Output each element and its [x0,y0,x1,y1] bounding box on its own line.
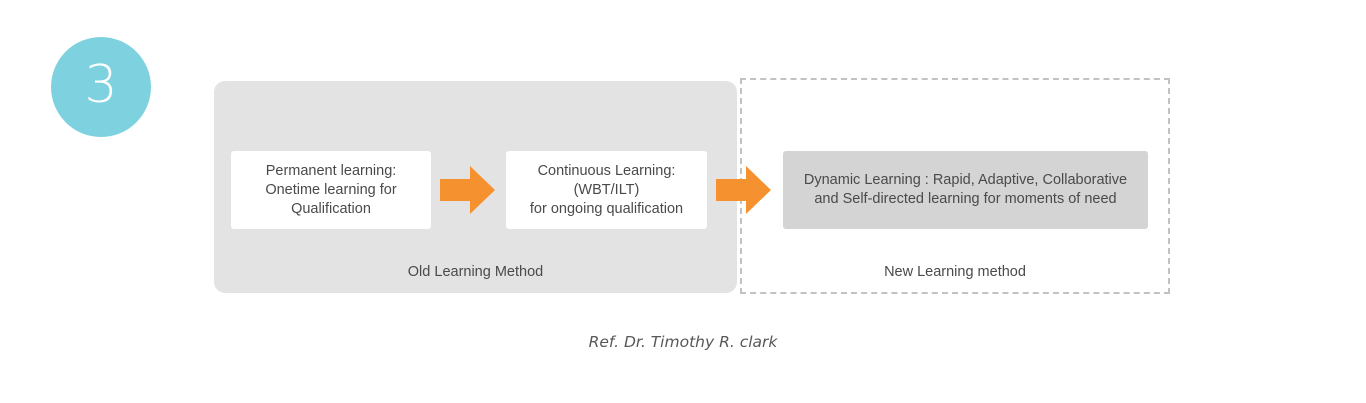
arrow-right-icon [440,163,495,217]
old-learning-method-caption: Old Learning Method [407,264,544,280]
card-dynamic-learning: Dynamic Learning : Rapid, Adaptive, Coll… [783,151,1148,229]
card-continuous-learning-line-2: (WBT/ILT) [573,181,640,198]
card-permanent-learning-line-1: Permanent learning: [265,162,397,179]
card-continuous-learning: Continuous Learning: (WBT/ILT) for ongoi… [506,151,707,229]
card-dynamic-learning-line-1: Dynamic Learning : Rapid, Adaptive, Coll… [803,172,1128,188]
card-permanent-learning-line-3: Qualification [291,200,371,217]
card-permanent-learning-line-2: Onetime learning for [265,181,397,198]
step-number-badge: 3 [51,37,151,137]
card-continuous-learning-line-3: for ongoing qualification [529,200,684,217]
step-number-label: 3 [84,55,118,115]
card-continuous-learning-line-1: Continuous Learning: [537,162,676,179]
card-permanent-learning: Permanent learning: Onetime learning for… [231,151,431,229]
arrow-right-icon [716,163,771,217]
reference-note: Ref. Dr. Timothy R. clark [588,333,778,351]
new-learning-method-caption: New Learning method [884,264,1026,280]
card-dynamic-learning-line-2: and Self-directed learning for moments o… [814,191,1117,207]
